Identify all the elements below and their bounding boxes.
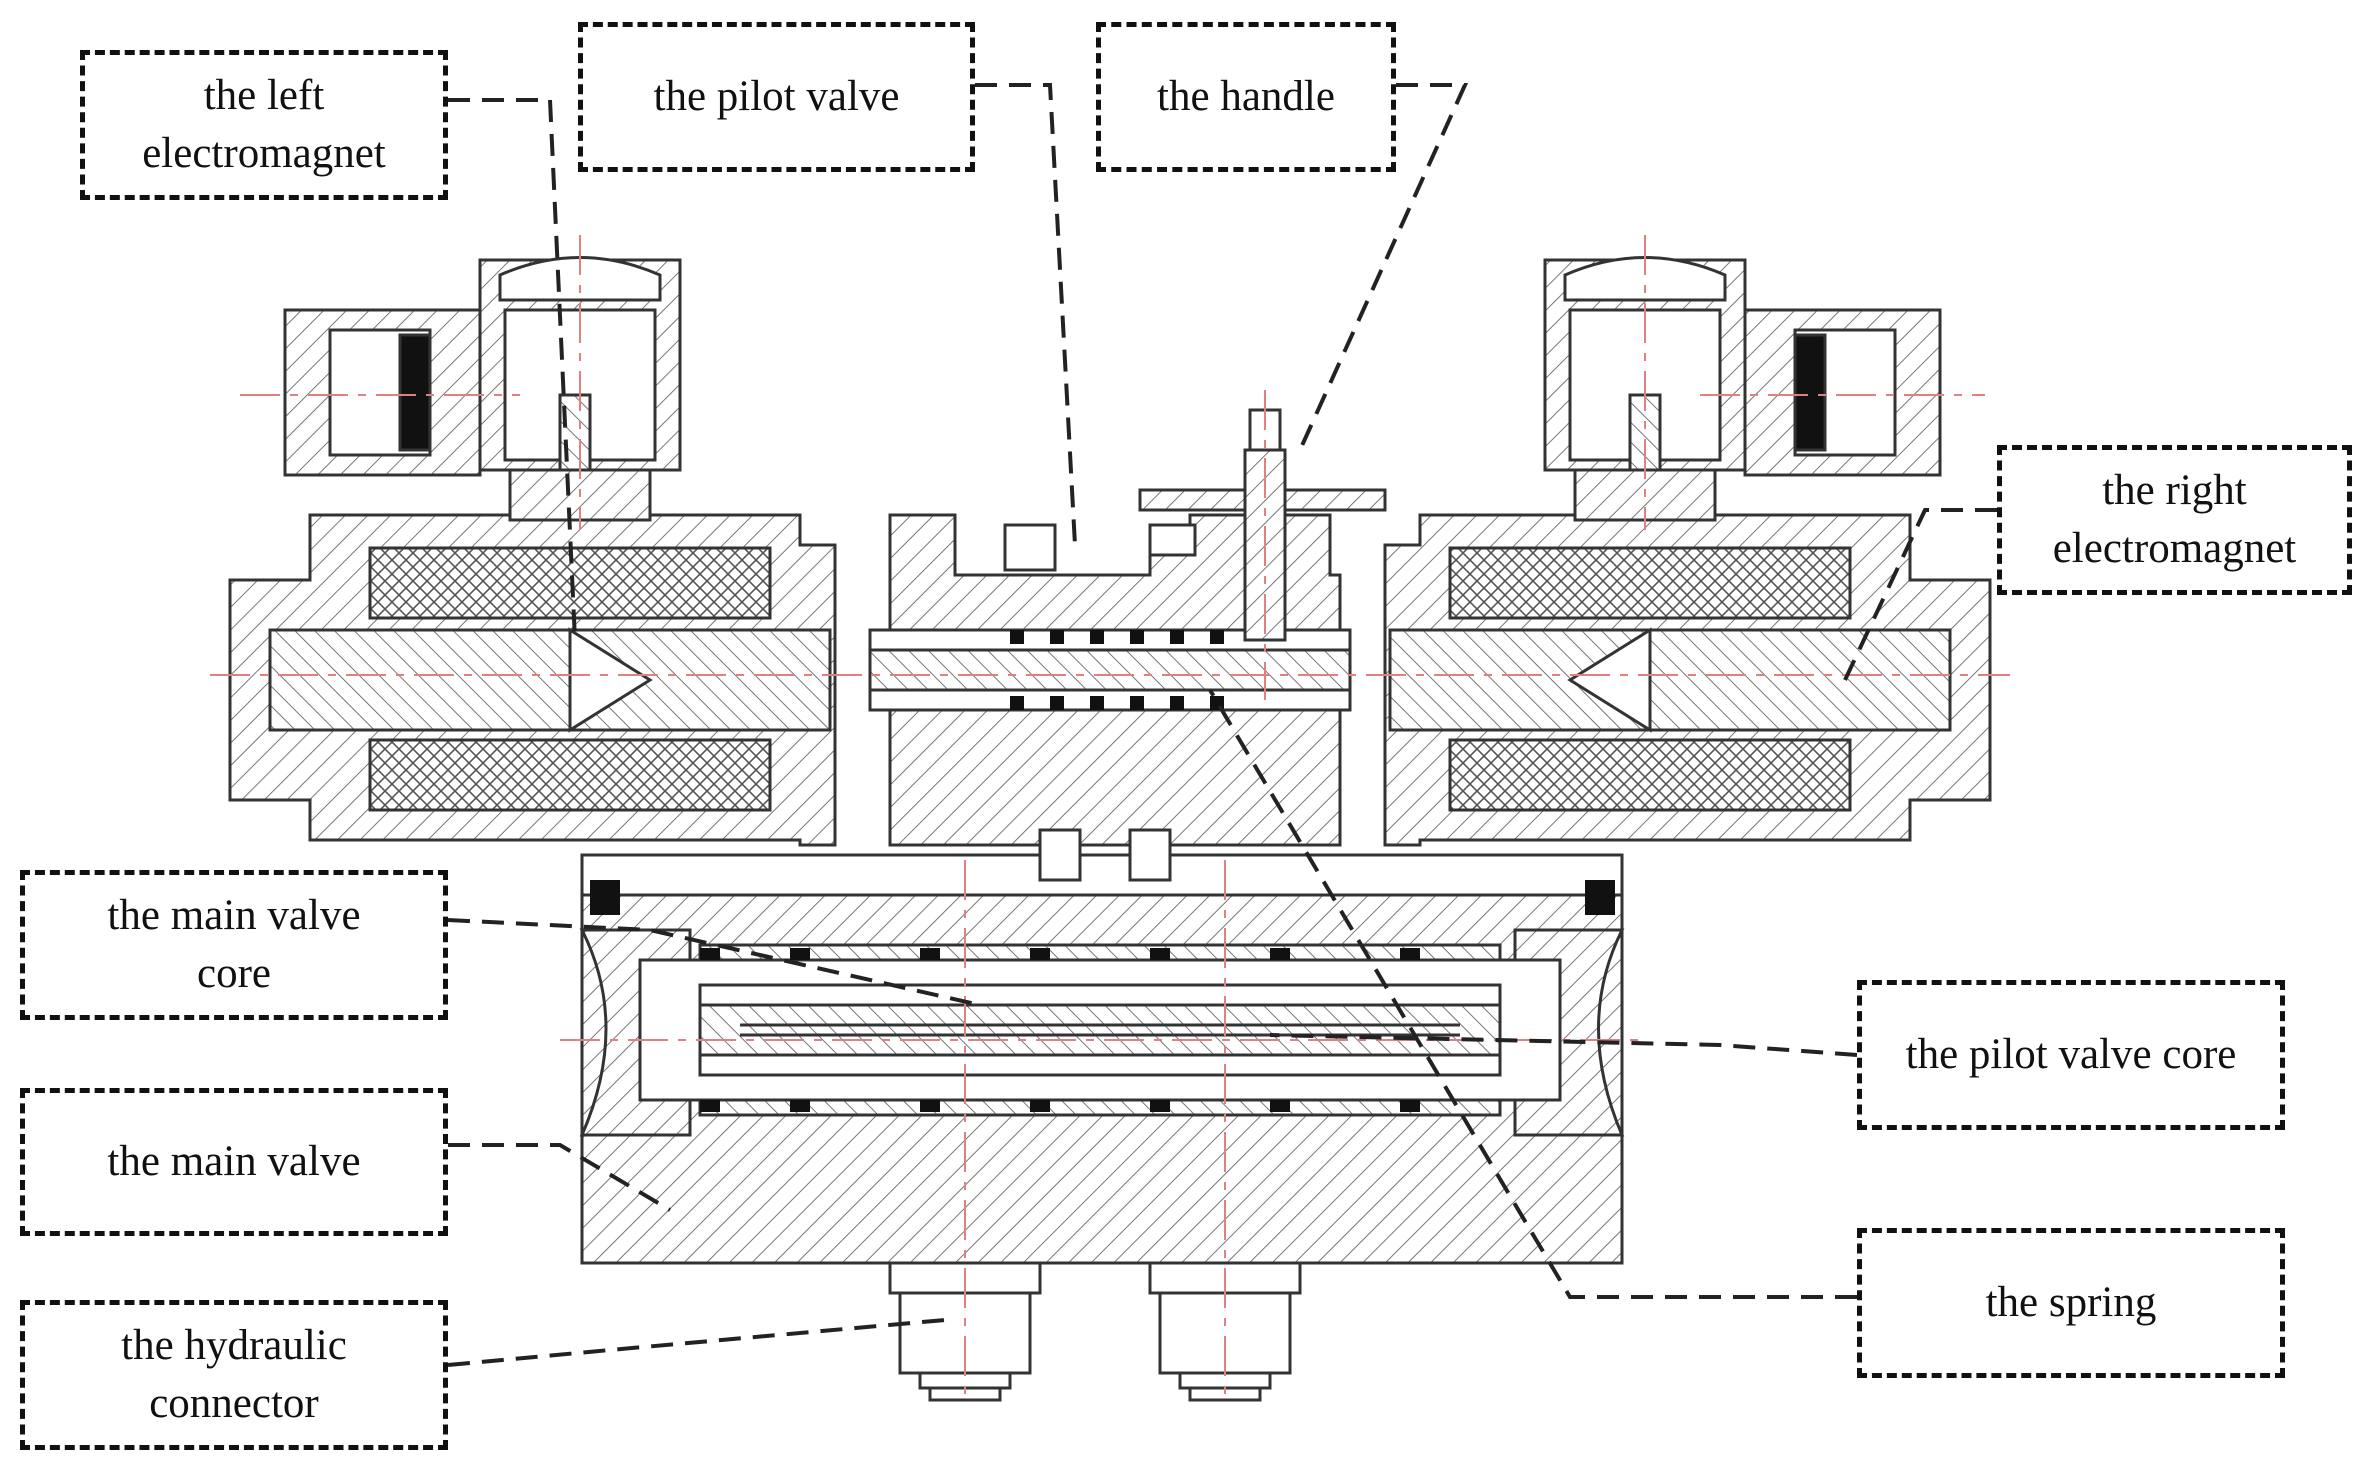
label-spring: the spring (1857, 1228, 2285, 1378)
label-hydraulic-connector: the hydraulic connector (20, 1300, 448, 1450)
label-main-valve: the main valve (20, 1088, 448, 1236)
left-electromagnet-drawing (228, 256, 837, 847)
label-left-electromagnet: the left electromagnet (80, 50, 448, 200)
label-right-electromagnet: the right electromagnet (1997, 445, 2352, 595)
pilot-valve-body (868, 408, 1387, 882)
right-electromagnet-drawing (1383, 256, 1992, 847)
label-pilot-valve-core: the pilot valve core (1857, 980, 2285, 1130)
label-pilot-valve: the pilot valve (578, 22, 975, 172)
leader-lines (447, 83, 1997, 1367)
label-main-valve-core: the main valve core (20, 870, 448, 1020)
center-lines (210, 235, 2010, 1400)
label-handle: the handle (1096, 22, 1396, 172)
hydraulic-connector-drawing (888, 1261, 1302, 1402)
main-valve-body (579, 853, 1625, 1265)
